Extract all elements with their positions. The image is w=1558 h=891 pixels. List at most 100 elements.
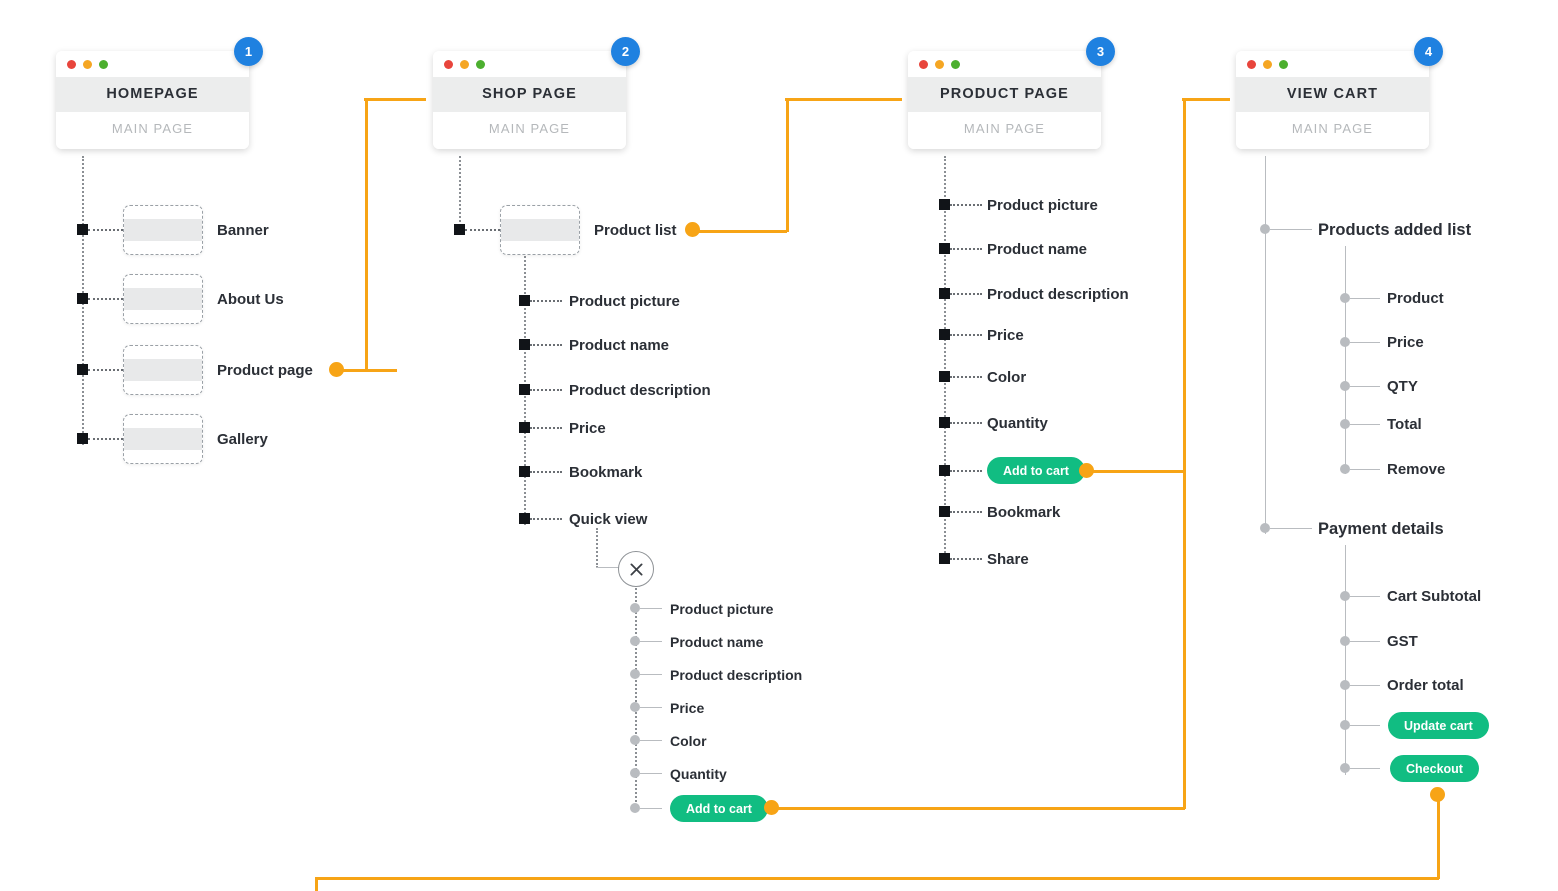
tree-branch bbox=[950, 511, 982, 513]
tree-branch bbox=[640, 740, 662, 741]
tree-node bbox=[519, 513, 530, 524]
tree-node bbox=[939, 465, 950, 476]
tree-branch bbox=[530, 427, 562, 429]
flow-endpoint-dot bbox=[1430, 787, 1445, 802]
cart-product-row-label: Product bbox=[1387, 290, 1444, 307]
tree-node bbox=[1340, 293, 1350, 303]
shop-item-label[interactable]: Quick view bbox=[569, 511, 648, 528]
tree-branch bbox=[640, 608, 662, 609]
product-spine bbox=[944, 156, 946, 564]
shop-root-label[interactable]: Product list bbox=[594, 222, 677, 239]
quickview-drop-line bbox=[596, 528, 598, 568]
page-card-homepage[interactable]: HOMEPAGE MAIN PAGE bbox=[56, 51, 249, 149]
close-dot-icon bbox=[919, 59, 928, 69]
cart-product-row-label: Remove bbox=[1387, 461, 1446, 478]
quickview-item-label: Product name bbox=[670, 634, 764, 650]
page-card-cart[interactable]: VIEW CART MAIN PAGE bbox=[1236, 51, 1429, 149]
flow-endpoint-dot bbox=[329, 362, 344, 377]
tree-node bbox=[1340, 419, 1350, 429]
tree-node bbox=[939, 199, 950, 210]
placeholder-card bbox=[123, 345, 203, 395]
placeholder-band bbox=[124, 219, 202, 241]
cart-products-spine bbox=[1345, 246, 1346, 474]
tree-branch bbox=[950, 248, 982, 250]
page-subtitle: MAIN PAGE bbox=[433, 112, 626, 149]
tree-node bbox=[1340, 464, 1350, 474]
product-item-label: Product name bbox=[987, 241, 1088, 258]
tree-branch bbox=[1350, 386, 1380, 387]
product-item-label: Color bbox=[987, 369, 1027, 386]
tree-branch bbox=[1270, 229, 1312, 230]
shop-spine-upper bbox=[459, 156, 461, 234]
product-item-label: Quantity bbox=[987, 415, 1048, 432]
tree-node bbox=[939, 288, 950, 299]
tree-node bbox=[939, 329, 950, 340]
placeholder-card bbox=[123, 414, 203, 464]
page-title: VIEW CART bbox=[1236, 77, 1429, 112]
quickview-add-to-cart-button[interactable]: Add to cart bbox=[670, 795, 768, 822]
placeholder-card bbox=[123, 274, 203, 324]
tree-node bbox=[1340, 381, 1350, 391]
quickview-item-label: Quantity bbox=[670, 766, 727, 782]
minimize-dot-icon bbox=[1263, 59, 1272, 69]
cart-spine bbox=[1265, 156, 1266, 534]
tree-branch bbox=[530, 518, 562, 520]
shop-item-label: Product description bbox=[569, 382, 711, 399]
tree-node bbox=[1340, 337, 1350, 347]
flow-5-segment-c bbox=[315, 877, 318, 891]
shop-item-label: Product name bbox=[569, 337, 670, 354]
quickview-connector bbox=[596, 567, 620, 568]
close-x-icon[interactable] bbox=[618, 551, 654, 587]
maximize-dot-icon bbox=[99, 59, 108, 69]
tree-node bbox=[630, 768, 640, 778]
close-dot-icon bbox=[444, 59, 453, 69]
tree-branch bbox=[950, 293, 982, 295]
tree-branch bbox=[1350, 641, 1380, 642]
tree-branch bbox=[530, 344, 562, 346]
window-controls bbox=[433, 51, 626, 77]
page-subtitle: MAIN PAGE bbox=[1236, 112, 1429, 149]
step-badge-3: 3 bbox=[1086, 37, 1115, 66]
tree-branch bbox=[950, 422, 982, 424]
tree-branch bbox=[1350, 685, 1380, 686]
tree-node bbox=[1340, 591, 1350, 601]
cart-product-row-label: QTY bbox=[1387, 378, 1418, 395]
update-cart-button[interactable]: Update cart bbox=[1388, 712, 1489, 739]
flow-4-segment-a bbox=[770, 807, 1185, 810]
tree-node bbox=[77, 293, 88, 304]
tree-node bbox=[939, 243, 950, 254]
checkout-button[interactable]: Checkout bbox=[1390, 755, 1479, 782]
tree-branch bbox=[465, 229, 500, 231]
tree-node bbox=[1340, 636, 1350, 646]
cart-payment-row-label: GST bbox=[1387, 633, 1418, 650]
product-item-label: Bookmark bbox=[987, 504, 1061, 521]
window-controls bbox=[908, 51, 1101, 77]
placeholder-band bbox=[124, 359, 202, 381]
minimize-dot-icon bbox=[460, 59, 469, 69]
minimize-dot-icon bbox=[83, 59, 92, 69]
tree-node bbox=[519, 422, 530, 433]
page-card-shop[interactable]: SHOP PAGE MAIN PAGE bbox=[433, 51, 626, 149]
placeholder-band bbox=[124, 288, 202, 310]
shop-item-label: Price bbox=[569, 420, 606, 437]
homepage-item-label[interactable]: Product page bbox=[217, 362, 313, 379]
cart-group-label: Payment details bbox=[1318, 520, 1444, 538]
tree-node bbox=[630, 735, 640, 745]
step-badge-1: 1 bbox=[234, 37, 263, 66]
quickview-item-label: Price bbox=[670, 700, 705, 716]
cart-payment-row-label: Order total bbox=[1387, 677, 1464, 694]
tree-branch bbox=[950, 204, 982, 206]
tree-node bbox=[630, 669, 640, 679]
tree-node bbox=[939, 553, 950, 564]
page-card-product[interactable]: PRODUCT PAGE MAIN PAGE bbox=[908, 51, 1101, 149]
tree-node bbox=[1260, 224, 1270, 234]
homepage-item-label: Banner bbox=[217, 222, 269, 239]
minimize-dot-icon bbox=[935, 59, 944, 69]
page-subtitle: MAIN PAGE bbox=[56, 112, 249, 149]
shop-item-label: Bookmark bbox=[569, 464, 643, 481]
cart-payment-spine bbox=[1345, 545, 1346, 775]
product-add-to-cart-button[interactable]: Add to cart bbox=[987, 457, 1085, 484]
flow-2-segment-b bbox=[786, 98, 789, 232]
tree-branch bbox=[950, 470, 982, 472]
